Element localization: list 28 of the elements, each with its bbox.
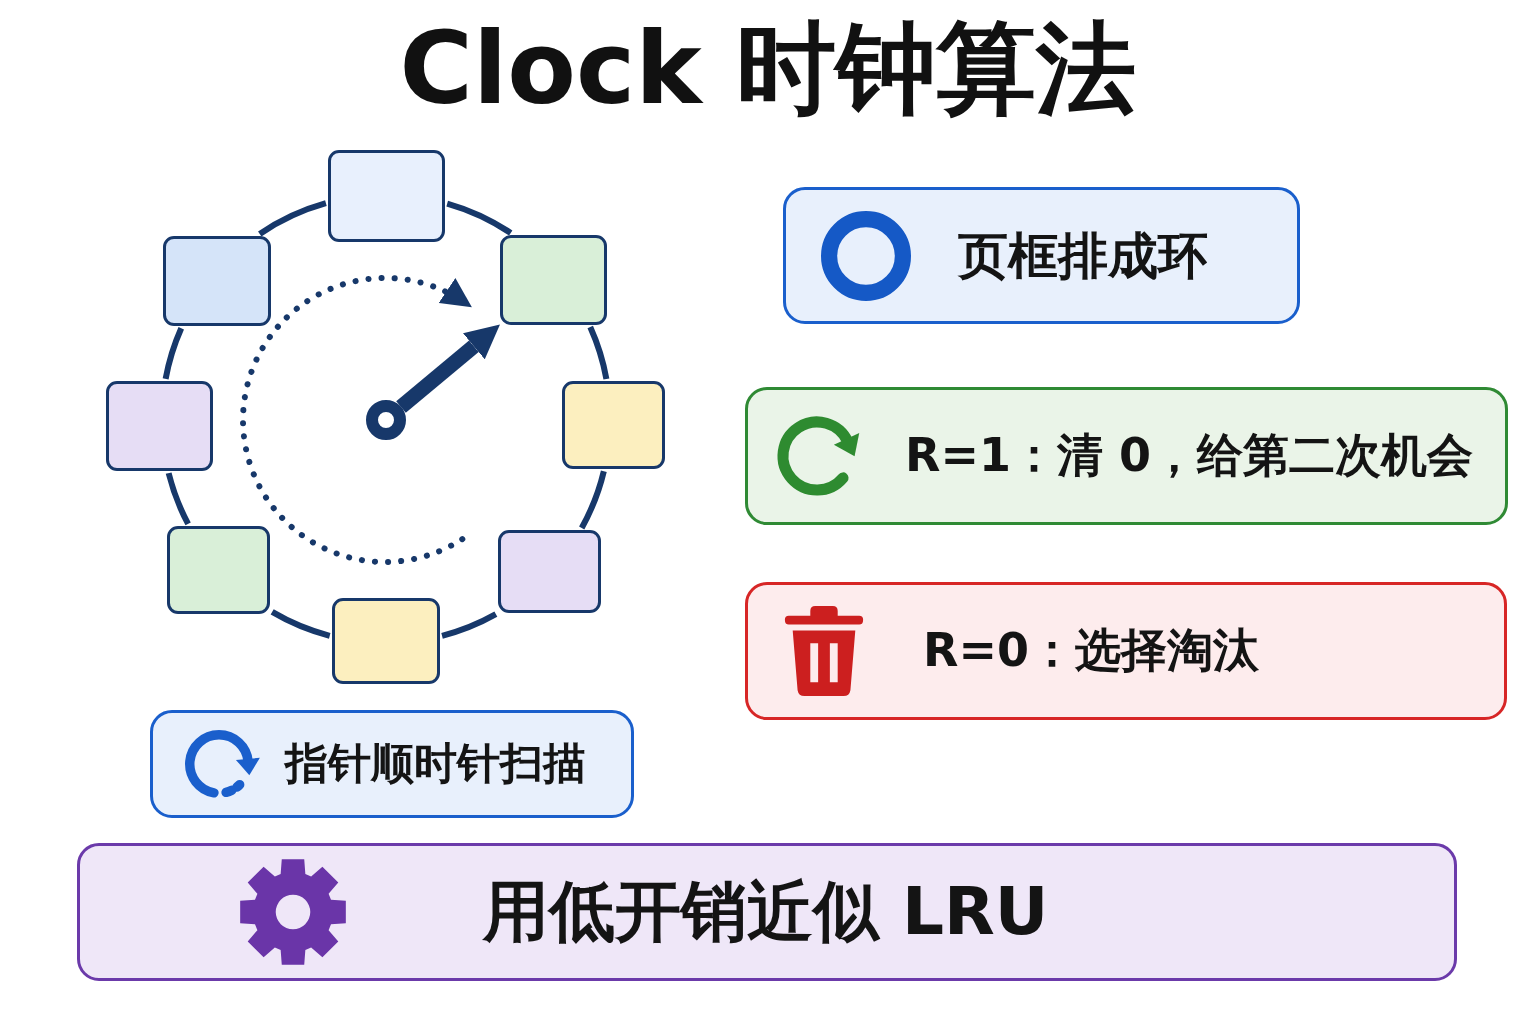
panel-text: 用低开销近似 LRU — [483, 872, 1049, 952]
panel-text: R=0：选择淘汰 — [923, 623, 1259, 679]
ring-arc — [270, 609, 331, 639]
info-panel — [745, 582, 1507, 720]
ring-arc — [441, 611, 498, 639]
page-frame — [562, 381, 665, 469]
page-frame — [498, 530, 601, 613]
info-panel — [745, 387, 1508, 525]
ring-arc — [258, 200, 327, 237]
ring-arc — [587, 325, 610, 380]
summary-bar — [77, 843, 1457, 981]
page-frame — [106, 381, 213, 471]
panel-text: R=1：清 0，给第二次机会 — [905, 428, 1473, 484]
panel-text: 页框排成环 — [958, 225, 1208, 286]
diagram-title: Clock 时钟算法 — [399, 14, 1137, 124]
ring-arc — [162, 327, 185, 380]
page-frame — [328, 150, 445, 242]
clock-hand — [396, 324, 500, 413]
ring-arc — [579, 470, 607, 530]
ring-arc — [446, 200, 513, 236]
panel-text: 指针顺时针扫描 — [285, 738, 586, 790]
page-frame — [332, 598, 440, 684]
info-panel — [783, 187, 1300, 324]
page-frame — [163, 236, 271, 326]
page-frame — [500, 235, 607, 325]
ring-arc — [165, 472, 191, 526]
page-frame — [167, 526, 270, 614]
info-panel — [150, 710, 634, 818]
